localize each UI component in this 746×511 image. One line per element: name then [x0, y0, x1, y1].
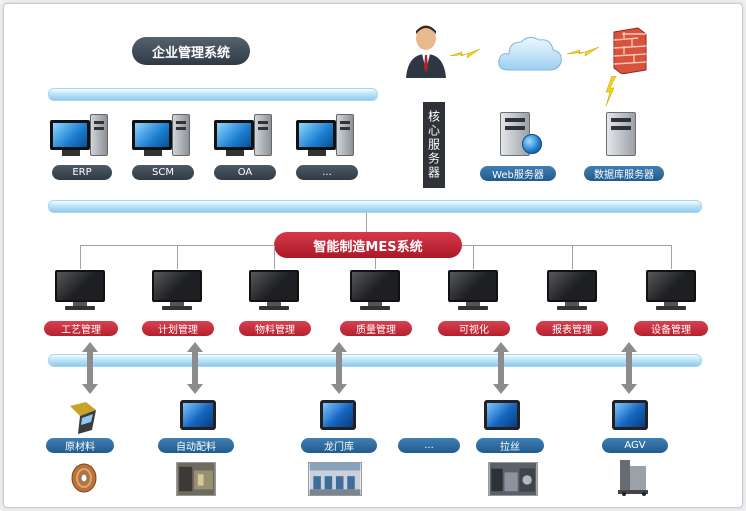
web-server-label-text: Web服务器	[492, 170, 544, 181]
connector-drop-3	[274, 245, 275, 269]
connector-drop-5	[473, 245, 474, 269]
lightning-icon	[450, 48, 480, 59]
web-server-label: Web服务器	[480, 166, 556, 181]
monitor-icon-equipment	[644, 270, 698, 310]
globe-icon	[522, 134, 542, 154]
db-server-label: 数据库服务器	[584, 166, 664, 181]
enterprise-bus	[48, 88, 378, 101]
system-label-more: ...	[296, 165, 358, 180]
node-agv: AGV	[602, 438, 668, 453]
monitor-icon-visual	[446, 270, 500, 310]
erp-computer-icon	[50, 114, 114, 158]
connector-drop-6	[572, 245, 573, 269]
double-arrow-icon-5	[621, 342, 637, 394]
system-label-scm: SCM	[132, 165, 194, 180]
terminal-icon-1	[180, 400, 216, 430]
module-report-text: 报表管理	[552, 325, 592, 336]
database-server-icon	[606, 112, 636, 156]
core-service-label-text: 核心服务器	[426, 110, 441, 180]
node-wire-drawing-text: 拉丝	[500, 442, 520, 453]
monitor-icon-process	[53, 270, 107, 310]
diagram-frame: 企业管理系统 ERP SCM OA ... 核心服务器	[3, 3, 743, 508]
scm-computer-icon	[132, 114, 196, 158]
connector-line	[366, 213, 367, 233]
terminal-icon-2	[320, 400, 356, 430]
mes-system-title: 智能制造MES系统	[274, 232, 462, 258]
system-label-scm-text: SCM	[152, 167, 174, 178]
enterprise-system-title: 企业管理系统	[132, 37, 250, 65]
module-visual-text: 可视化	[459, 325, 489, 336]
module-material-text: 物料管理	[255, 325, 295, 336]
lightning-icon-3	[605, 76, 617, 106]
module-process: 工艺管理	[44, 321, 118, 336]
node-auto-batching: 自动配料	[158, 438, 234, 453]
connector-drop-4	[375, 258, 376, 269]
batching-machine-image	[176, 462, 216, 496]
double-arrow-icon-3	[331, 342, 347, 394]
system-label-erp: ERP	[52, 165, 112, 180]
handheld-scanner-icon	[70, 402, 96, 434]
gantry-warehouse-image	[308, 462, 362, 496]
wire-drawing-machine-image	[488, 462, 538, 496]
module-plan: 计划管理	[142, 321, 214, 336]
node-more-text: ...	[424, 440, 434, 451]
module-quality-text: 质量管理	[356, 325, 396, 336]
connector-drop-2	[177, 245, 178, 269]
module-equipment: 设备管理	[634, 321, 708, 336]
terminal-icon-3	[484, 400, 520, 430]
connector-line-right	[462, 245, 672, 246]
connector-drop-1	[80, 245, 81, 269]
other-computer-icon	[296, 114, 360, 158]
module-process-text: 工艺管理	[61, 325, 101, 336]
core-bus	[48, 200, 702, 213]
node-gantry-warehouse: 龙门库	[301, 438, 377, 453]
monitor-icon-report	[545, 270, 599, 310]
core-service-label: 核心服务器	[423, 102, 445, 188]
firewall-icon	[613, 27, 647, 74]
module-material: 物料管理	[239, 321, 311, 336]
module-quality: 质量管理	[340, 321, 412, 336]
node-agv-text: AGV	[624, 440, 646, 451]
wire-spool-image	[71, 463, 97, 493]
db-server-label-text: 数据库服务器	[594, 170, 654, 181]
system-label-more-text: ...	[322, 167, 332, 178]
monitor-icon-plan	[150, 270, 204, 310]
double-arrow-icon-4	[493, 342, 509, 394]
module-report: 报表管理	[536, 321, 608, 336]
module-plan-text: 计划管理	[158, 325, 198, 336]
node-more: ...	[398, 438, 460, 453]
node-raw-material: 原材料	[46, 438, 114, 453]
system-label-oa: OA	[214, 165, 276, 180]
shopfloor-bus	[48, 354, 702, 367]
module-equipment-text: 设备管理	[651, 325, 691, 336]
mes-system-title-text: 智能制造MES系统	[313, 239, 423, 255]
monitor-icon-material	[247, 270, 301, 310]
enterprise-system-title-text: 企业管理系统	[151, 45, 230, 61]
cloud-icon	[498, 36, 562, 71]
terminal-icon-4	[612, 400, 648, 430]
oa-computer-icon	[214, 114, 278, 158]
double-arrow-icon-1	[82, 342, 98, 394]
module-visual: 可视化	[438, 321, 510, 336]
connector-drop-7	[671, 245, 672, 269]
node-raw-material-text: 原材料	[65, 442, 95, 453]
system-label-oa-text: OA	[237, 167, 253, 178]
agv-vehicle-image	[618, 460, 648, 496]
user-icon	[406, 25, 446, 78]
system-label-erp-text: ERP	[72, 167, 92, 178]
double-arrow-icon-2	[187, 342, 203, 394]
node-wire-drawing: 拉丝	[476, 438, 544, 453]
monitor-icon-quality	[348, 270, 402, 310]
node-auto-batching-text: 自动配料	[176, 442, 216, 453]
node-gantry-warehouse-text: 龙门库	[324, 442, 354, 453]
lightning-icon-2	[567, 46, 599, 57]
